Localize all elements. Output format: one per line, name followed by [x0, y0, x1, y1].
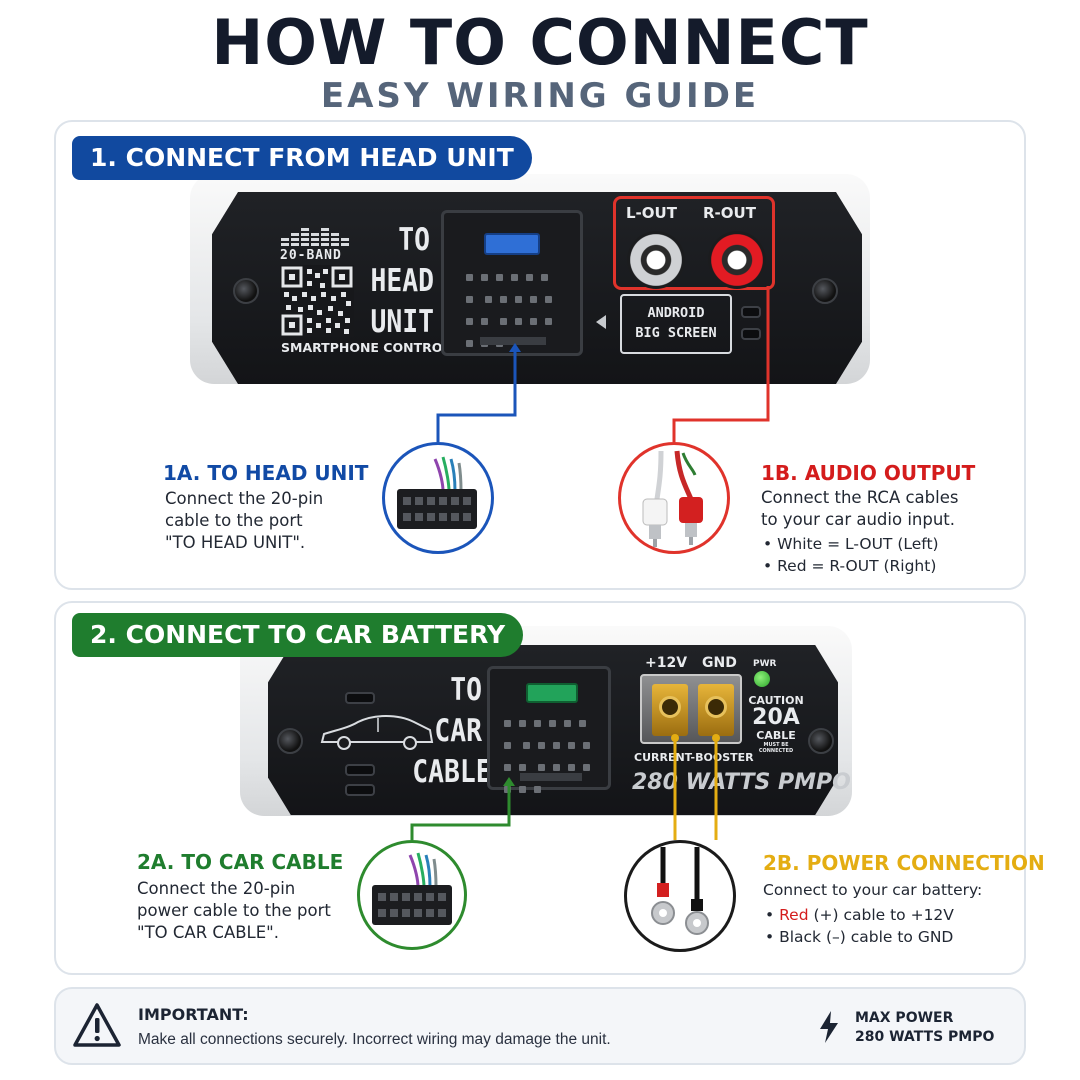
- head-unit-heading: 1A. TO HEAD UNIT: [163, 461, 369, 485]
- car-cable-heading: 2A. TO CAR CABLE: [137, 850, 344, 874]
- port-label-car-cable: TO CAR CABLE: [412, 672, 492, 790]
- vent-slot: [345, 692, 375, 704]
- section2-wires: [410, 734, 720, 840]
- screw-icon: [808, 728, 834, 754]
- power-connection-heading: 2B. POWER CONNECTION: [763, 851, 1045, 875]
- fuse: [484, 233, 540, 255]
- pin-grid: [500, 715, 604, 803]
- eq-label: 20-BAND: [280, 248, 342, 263]
- rca-right-jack[interactable]: [708, 231, 766, 289]
- qr-code-icon: [280, 265, 354, 337]
- fuse: [526, 683, 578, 703]
- terminal-plus[interactable]: [652, 684, 688, 736]
- head-unit-port[interactable]: [441, 210, 583, 356]
- rca-outputs-highlight: [613, 196, 775, 290]
- list-item: • Black (–) cable to GND: [765, 928, 954, 946]
- max-power-label: MAX POWER: [855, 1010, 954, 1026]
- page-title: HOW TO CONNECT: [211, 6, 869, 79]
- plus-12v-label: +12V: [645, 655, 688, 671]
- warning-icon: [72, 1002, 122, 1048]
- android-box: ANDROID BIG SCREEN: [620, 294, 732, 354]
- pin-grid: [462, 269, 566, 357]
- rca-left-jack[interactable]: [627, 231, 685, 289]
- arrow-left-icon: [596, 315, 606, 329]
- battery-cable-illustration: [624, 840, 736, 952]
- equalizer-icon: [281, 226, 353, 248]
- rca-cable-illustration: [618, 442, 730, 554]
- list-item: • Red = R-OUT (Right): [763, 557, 937, 575]
- rca-left-label: L-OUT: [626, 204, 677, 222]
- power-led: [754, 671, 770, 687]
- vent-slot: [741, 306, 761, 318]
- terminal-gnd[interactable]: [698, 684, 734, 736]
- max-power-value: 280 WATTS PMPO: [855, 1029, 995, 1045]
- power-connection-instructions: Connect to your car battery:: [763, 881, 983, 899]
- car-icon: [318, 712, 436, 752]
- important-title: IMPORTANT:: [138, 1005, 249, 1024]
- screw-icon: [812, 278, 838, 304]
- screw-icon: [233, 278, 259, 304]
- list-item: • White = L-OUT (Left): [763, 535, 939, 553]
- current-booster-label: CURRENT-BOOSTER: [634, 751, 754, 764]
- car-cable-port[interactable]: [487, 666, 611, 793]
- head-unit-instructions: Connect the 20-pin cable to the port "TO…: [165, 489, 324, 552]
- head-unit-cable-illustration: [382, 442, 494, 554]
- important-text: Make all connections securely. Incorrect…: [138, 1031, 611, 1048]
- port-label-head-unit: TO HEAD UNIT: [370, 222, 434, 340]
- list-item: • Red (+) cable to +12V: [765, 906, 954, 924]
- qr-caption: SMARTPHONE CONTROL: [281, 340, 451, 355]
- audio-output-bullets: • White = L-OUT (Left) • Red = R-OUT (Ri…: [763, 533, 939, 577]
- step2-pill: 2. CONNECT TO CAR BATTERY: [72, 613, 524, 657]
- audio-output-instructions: Connect the RCA cables to your car audio…: [761, 488, 959, 529]
- important-footer: [54, 987, 1026, 1065]
- power-connection-bullets: • Red (+) cable to +12V • Black (–) cabl…: [765, 904, 954, 948]
- pwr-label: PWR: [753, 659, 777, 669]
- connector-latch: [520, 773, 582, 781]
- step1-pill: 1. CONNECT FROM HEAD UNIT: [72, 136, 532, 180]
- section1-wires: [436, 286, 770, 442]
- connector-latch: [480, 337, 546, 345]
- vent-slot: [345, 784, 375, 796]
- gnd-label: GND: [702, 655, 737, 671]
- rca-right-label: R-OUT: [703, 204, 756, 222]
- screw-icon: [277, 728, 303, 754]
- power-rating-label: 280 WATTS PMPO: [632, 770, 851, 795]
- audio-output-heading: 1B. AUDIO OUTPUT: [761, 461, 976, 485]
- caution-label: CAUTION 20A CABLE MUST BE CONNECTED: [748, 694, 804, 754]
- page-subtitle: EASY WIRING GUIDE: [320, 76, 760, 116]
- vent-slot: [741, 328, 761, 340]
- car-cable-illustration: [357, 840, 467, 950]
- car-cable-instructions: Connect the 20-pin power cable to the po…: [137, 879, 331, 942]
- vent-slot: [345, 764, 375, 776]
- power-terminal-block[interactable]: [640, 674, 742, 744]
- lightning-icon: [818, 1010, 840, 1044]
